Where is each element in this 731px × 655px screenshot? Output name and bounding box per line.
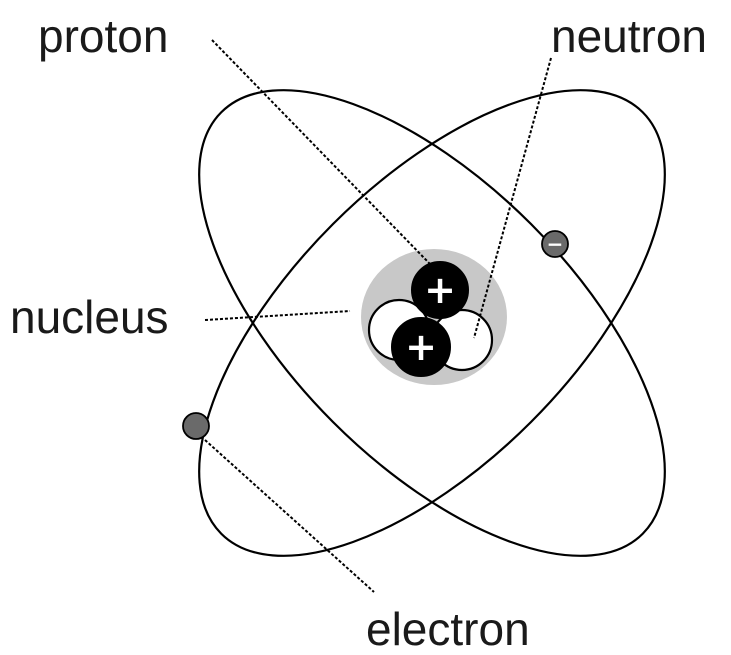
electron-right-minus-sign: − xyxy=(547,232,564,256)
leader-line-proton xyxy=(211,39,431,265)
electron-left xyxy=(182,412,210,440)
neutron-label: neutron xyxy=(551,10,708,62)
electron-right xyxy=(541,230,569,258)
proton-bottom xyxy=(391,317,451,377)
proton-label: proton xyxy=(38,10,169,62)
proton-bottom-plus-sign: + xyxy=(405,325,437,369)
nucleus-label: nucleus xyxy=(10,291,169,343)
leader-line-electron xyxy=(204,439,375,593)
leader-line-neutron xyxy=(473,57,552,339)
orbit-2 xyxy=(198,89,666,557)
proton-top-plus-sign: + xyxy=(424,268,456,312)
electron-label: electron xyxy=(366,603,530,655)
leader-line-nucleus xyxy=(204,310,351,321)
proton-top xyxy=(411,261,469,319)
orbit-1 xyxy=(198,89,666,557)
